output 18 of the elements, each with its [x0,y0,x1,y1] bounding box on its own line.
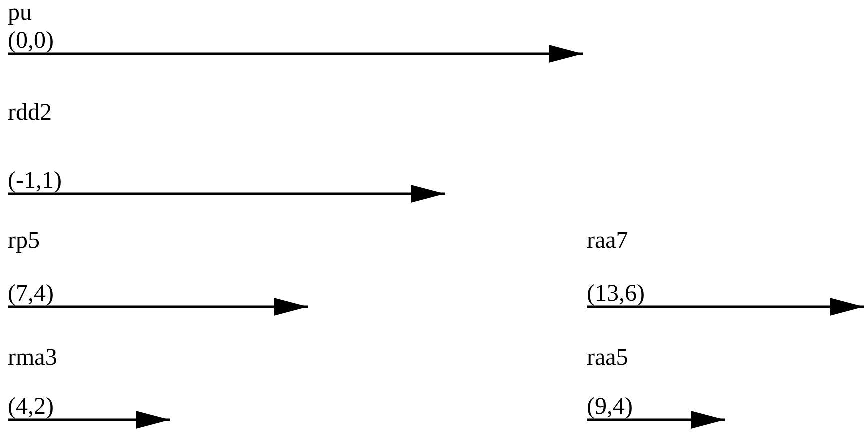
arrow [8,411,170,429]
coordinate-label: (-1,1) [8,168,62,194]
vector-name: rp5 [8,228,40,254]
arrow [587,298,864,316]
vector-name: rma3 [8,345,58,371]
arrow [8,45,583,63]
arrow [587,411,725,429]
coordinate-label: (9,4) [587,394,633,420]
coordinate-label: (4,2) [8,394,54,420]
arrow [8,185,445,203]
vector-name: raa7 [587,228,628,254]
arrow [8,298,308,316]
vector-name: rdd2 [8,100,52,126]
coordinate-label: (13,6) [587,281,645,307]
coordinate-label: (7,4) [8,281,54,307]
vector-name: pu [8,0,32,26]
coordinate-label: (0,0) [8,28,54,54]
vector-name: raa5 [587,345,628,371]
